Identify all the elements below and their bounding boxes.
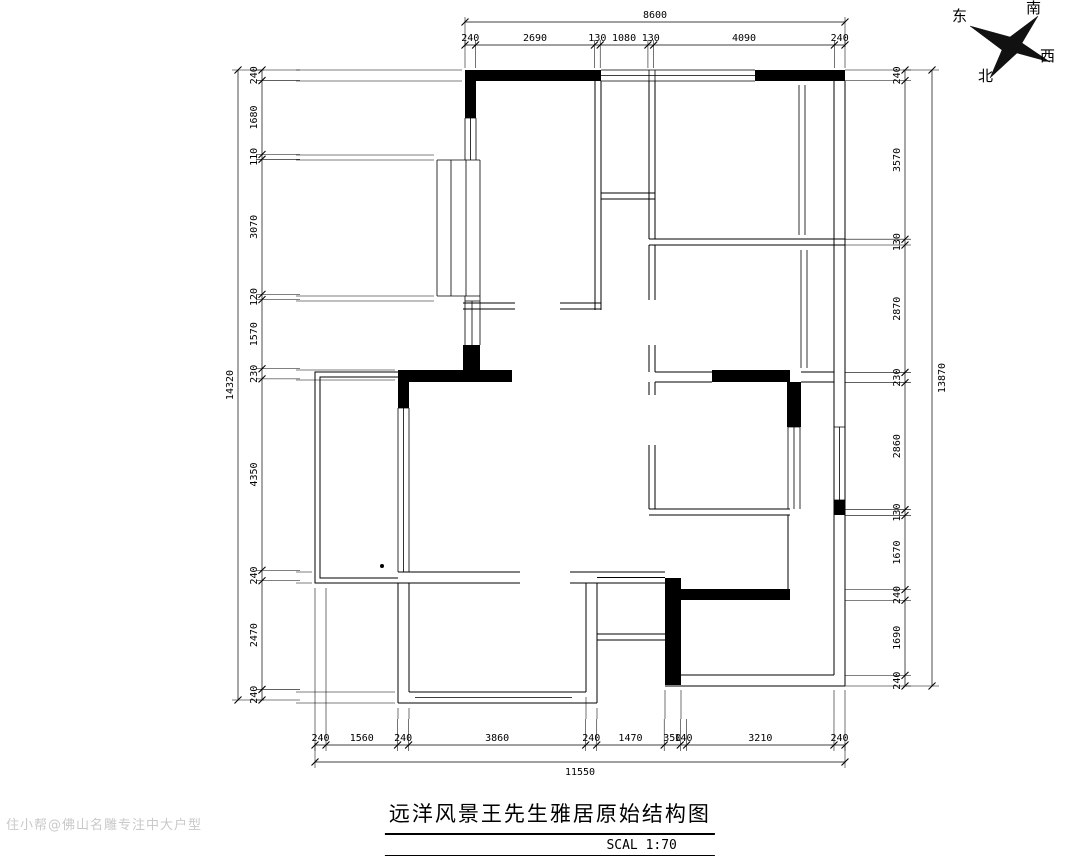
dimension-label: 2470 xyxy=(249,623,260,647)
dimension-label: 4350 xyxy=(249,462,260,486)
shear-wall xyxy=(755,70,845,81)
dimension-label: 230 xyxy=(249,365,260,383)
dimension-label: 120 xyxy=(249,288,260,306)
dimension-label: 1570 xyxy=(249,322,260,346)
dimension-label: 240 xyxy=(249,566,260,584)
dimension-label: 2860 xyxy=(892,434,903,458)
dimension-label: 240 xyxy=(582,733,600,744)
dimension-label: 1080 xyxy=(612,33,636,44)
dimension-label: 130 xyxy=(892,504,903,522)
dimension-label: 3070 xyxy=(249,215,260,239)
dimension-label: 2690 xyxy=(523,33,547,44)
dimension-label: 240 xyxy=(892,66,903,84)
window-glazing-lines xyxy=(397,69,846,698)
scale-underline xyxy=(384,855,715,856)
dimension-chain-top-segments: 240 2690 130 1080 130 4090 240 xyxy=(461,33,849,68)
dimension-label: 1690 xyxy=(892,626,903,650)
dimension-chain-left-segments: 240 1680 110 3070 120 1570 230 4350 240 2470 240 xyxy=(249,66,300,704)
dimension-label: 130 xyxy=(588,33,606,44)
dimension-label: 240 xyxy=(311,733,329,744)
dimension-chain-right-segments: 240 3570 130 2870 230 2860 130 1670 240 1690 240 xyxy=(845,66,911,690)
dimension-label: 240 xyxy=(394,733,412,744)
dimension-chain-bottom-total: 11550 xyxy=(311,743,849,778)
dimension-label: 1470 xyxy=(618,733,642,744)
dimension-label: 240 xyxy=(892,672,903,690)
shear-wall xyxy=(398,382,409,408)
dimension-chain-right-total: 13870 xyxy=(903,66,948,690)
dimension-label: 230 xyxy=(892,369,903,387)
dimension-label: 3570 xyxy=(892,148,903,172)
dimension-label: 240 xyxy=(892,586,903,604)
compass-label-north: 北 xyxy=(978,67,994,85)
dimension-label: 240 xyxy=(830,733,848,744)
balcony-outline xyxy=(314,371,398,584)
shear-wall xyxy=(787,382,801,427)
partition-walls xyxy=(397,81,846,704)
dimension-chains: 240 2690 130 1080 130 4090 240 8600 240 1680 110 30… xyxy=(225,10,948,778)
dimension-label: 3860 xyxy=(485,733,509,744)
scale-label: SCAL 1:70 xyxy=(606,838,677,853)
dimension-label: 4090 xyxy=(732,33,756,44)
drain-dot xyxy=(380,564,384,568)
dimension-label: 11550 xyxy=(565,767,595,778)
shear-wall xyxy=(465,81,476,118)
shear-wall xyxy=(665,578,681,685)
dimension-label: 1670 xyxy=(892,540,903,564)
dimension-chain-top-total: 8600 xyxy=(461,10,849,47)
dimension-label: 13870 xyxy=(937,363,948,393)
dimension-label: 240 xyxy=(831,33,849,44)
compass-label-south: 南 xyxy=(1026,0,1042,17)
compass-label-east: 东 xyxy=(952,7,968,25)
drawing-title-block: 远洋风景王先生雅居原始结构图 SCAL 1:70 xyxy=(384,798,715,856)
shear-wall xyxy=(665,589,790,600)
dimension-label: 14320 xyxy=(225,370,236,400)
dimension-label: 3210 xyxy=(748,733,772,744)
dimension-label: 8600 xyxy=(643,10,667,21)
extension-lines xyxy=(296,69,846,719)
shear-wall xyxy=(834,500,845,515)
drawing-title: 远洋风景王先生雅居原始结构图 xyxy=(388,802,711,826)
dimension-label: 140 xyxy=(674,733,692,744)
shear-wall xyxy=(712,370,790,382)
structural-shear-walls xyxy=(398,70,845,685)
dimension-label: 1560 xyxy=(350,733,374,744)
title-underline xyxy=(384,833,715,835)
compass-label-west: 西 xyxy=(1040,47,1056,65)
dimension-label: 240 xyxy=(249,686,260,704)
dimension-chain-left-total: 14320 xyxy=(225,66,264,704)
watermark-text: 住小帮@佛山名雕专注中大户型 xyxy=(6,818,203,833)
dimension-label: 240 xyxy=(461,33,479,44)
dimension-label: 1680 xyxy=(249,105,260,129)
dimension-label: 110 xyxy=(249,148,260,166)
dimension-label: 240 xyxy=(249,66,260,84)
shear-wall xyxy=(398,370,512,382)
compass-star xyxy=(969,15,1051,79)
dimension-label: 350 xyxy=(663,733,681,744)
dimension-label: 130 xyxy=(642,33,660,44)
shear-wall xyxy=(465,70,601,81)
dimension-label: 2870 xyxy=(892,297,903,321)
dimension-label: 130 xyxy=(892,233,903,251)
